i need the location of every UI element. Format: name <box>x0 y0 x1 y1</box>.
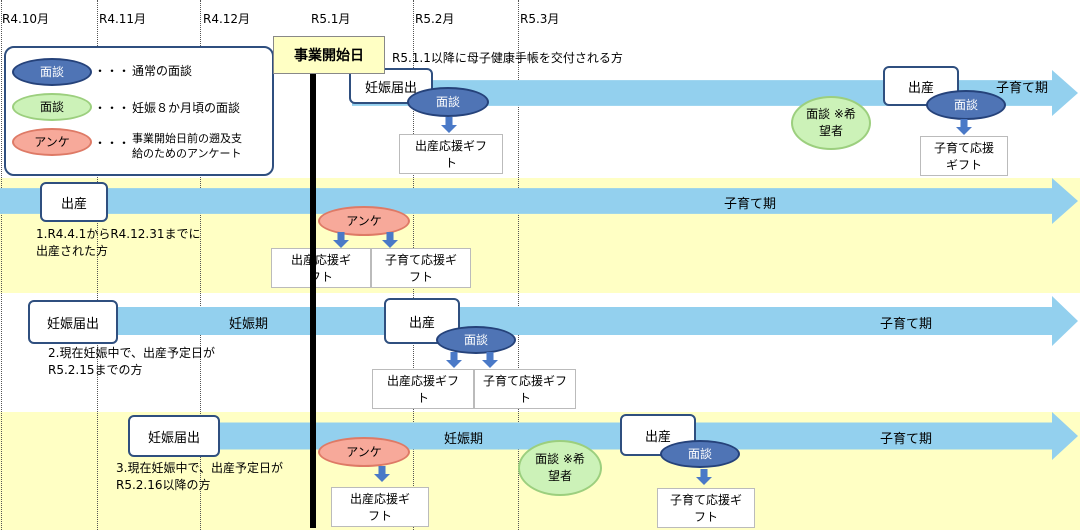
legend-dots: ・・・ <box>94 136 131 150</box>
row0-gift-child: 子育て応援ギフト <box>920 136 1008 176</box>
month-label: R4.12月 <box>203 12 251 26</box>
gift-text: 子育て応援ギフト <box>384 253 457 284</box>
row2-birth-box: 出産 <box>384 298 460 344</box>
row3-pregnancy-label: 妊娠期 <box>444 432 484 447</box>
row2-pregnancy-report-box: 妊娠届出 <box>28 300 118 344</box>
row3-childcare-label: 子育て期 <box>880 432 933 447</box>
row0-interview-oval: 面談 <box>407 87 489 117</box>
row2-pregnancy-label: 妊娠期 <box>229 317 269 332</box>
hope-interview-text: 面談 ※希望者 <box>535 452 585 483</box>
month-label: R4.10月 <box>2 12 50 26</box>
row3-gift-birth: 出産応援ギフト <box>331 487 429 527</box>
legend-dots: ・・・ <box>94 64 131 78</box>
row1-childcare-label: 子育て期 <box>724 197 777 212</box>
row1-desc: 1.R4.4.1からR4.12.31までに出産された方 <box>36 227 201 258</box>
start-date-line <box>310 40 316 528</box>
month-label: R4.11月 <box>99 12 147 26</box>
row3-survey-oval: アンケ <box>318 437 410 467</box>
row2-down-arrow <box>482 352 498 368</box>
row2-gift-child: 子育て応援ギフト <box>474 369 576 409</box>
row0-childcare-label: 子育て期 <box>996 81 1049 96</box>
row2-childcare-label: 子育て期 <box>880 317 933 332</box>
gift-text: 子育て応援ギフト <box>933 141 994 172</box>
row2-desc: 2.現在妊娠中で、出産予定日がR5.2.15までの方 <box>48 346 215 377</box>
row0-note: R5.1.1以降に母子健康手帳を交付される方 <box>392 51 623 65</box>
legend-text: 事業開始日前の遡及支給のためのアンケート <box>132 132 242 160</box>
gift-text: 出産応援ギフト <box>414 139 487 170</box>
row3-interview-oval: 面談 <box>660 440 740 468</box>
legend-box: 面談 ・・・ 通常の面談 面談 ・・・ 妊娠８か月頃の面談 アンケ ・・・ 事業… <box>4 46 274 176</box>
gift-text: 子育て応援ギフト <box>483 374 568 405</box>
row3-pregnancy-report-box: 妊娠届出 <box>128 415 220 457</box>
row3-gift-child: 子育て応援ギフト <box>657 488 755 528</box>
legend-text: 妊娠８か月頃の面談 <box>132 101 241 115</box>
row2-interview-oval: 面談 <box>436 326 516 354</box>
gift-text: 子育て応援ギフト <box>669 493 742 524</box>
row3-hope-interview-oval: 面談 ※希望者 <box>518 440 602 496</box>
row2-gift-birth: 出産応援ギフト <box>372 369 474 409</box>
gift-text: 出産応援ギフト <box>387 374 460 405</box>
row1-birth-box: 出産 <box>40 182 108 222</box>
hope-interview-text: 面談 ※希望者 <box>806 107 856 138</box>
gift-text: 出産応援ギフト <box>290 253 351 284</box>
row2-down-arrow <box>446 352 462 368</box>
month-line <box>1 0 2 530</box>
row0-interview2-oval: 面談 <box>926 90 1006 120</box>
start-date-label: 事業開始日 <box>273 36 385 74</box>
gift-text: 出産応援ギフト <box>349 492 410 523</box>
row1-gift-child: 子育て応援ギフト <box>371 248 471 288</box>
row1-survey-oval: アンケ <box>318 206 410 236</box>
row0-down-arrow <box>441 117 457 133</box>
month-label: R5.1月 <box>311 12 351 26</box>
legend-hope-oval: 面談 <box>12 93 92 121</box>
row3-desc: 3.現在妊娠中で、出産予定日がR5.2.16以降の方 <box>116 461 283 492</box>
row0-gift-birth: 出産応援ギフト <box>399 134 503 174</box>
legend-survey-oval: アンケ <box>12 128 92 156</box>
legend-text: 通常の面談 <box>132 64 193 78</box>
legend-interview-oval: 面談 <box>12 58 92 86</box>
month-label: R5.3月 <box>520 12 560 26</box>
month-label: R5.2月 <box>415 12 455 26</box>
row1-gift-birth: 出産応援ギフト <box>271 248 371 288</box>
legend-dots: ・・・ <box>94 101 131 115</box>
month-line <box>97 0 98 530</box>
month-line <box>518 0 519 530</box>
row0-hope-interview-oval: 面談 ※希望者 <box>791 96 871 150</box>
row0-down-arrow <box>956 119 972 135</box>
month-line <box>200 0 201 530</box>
